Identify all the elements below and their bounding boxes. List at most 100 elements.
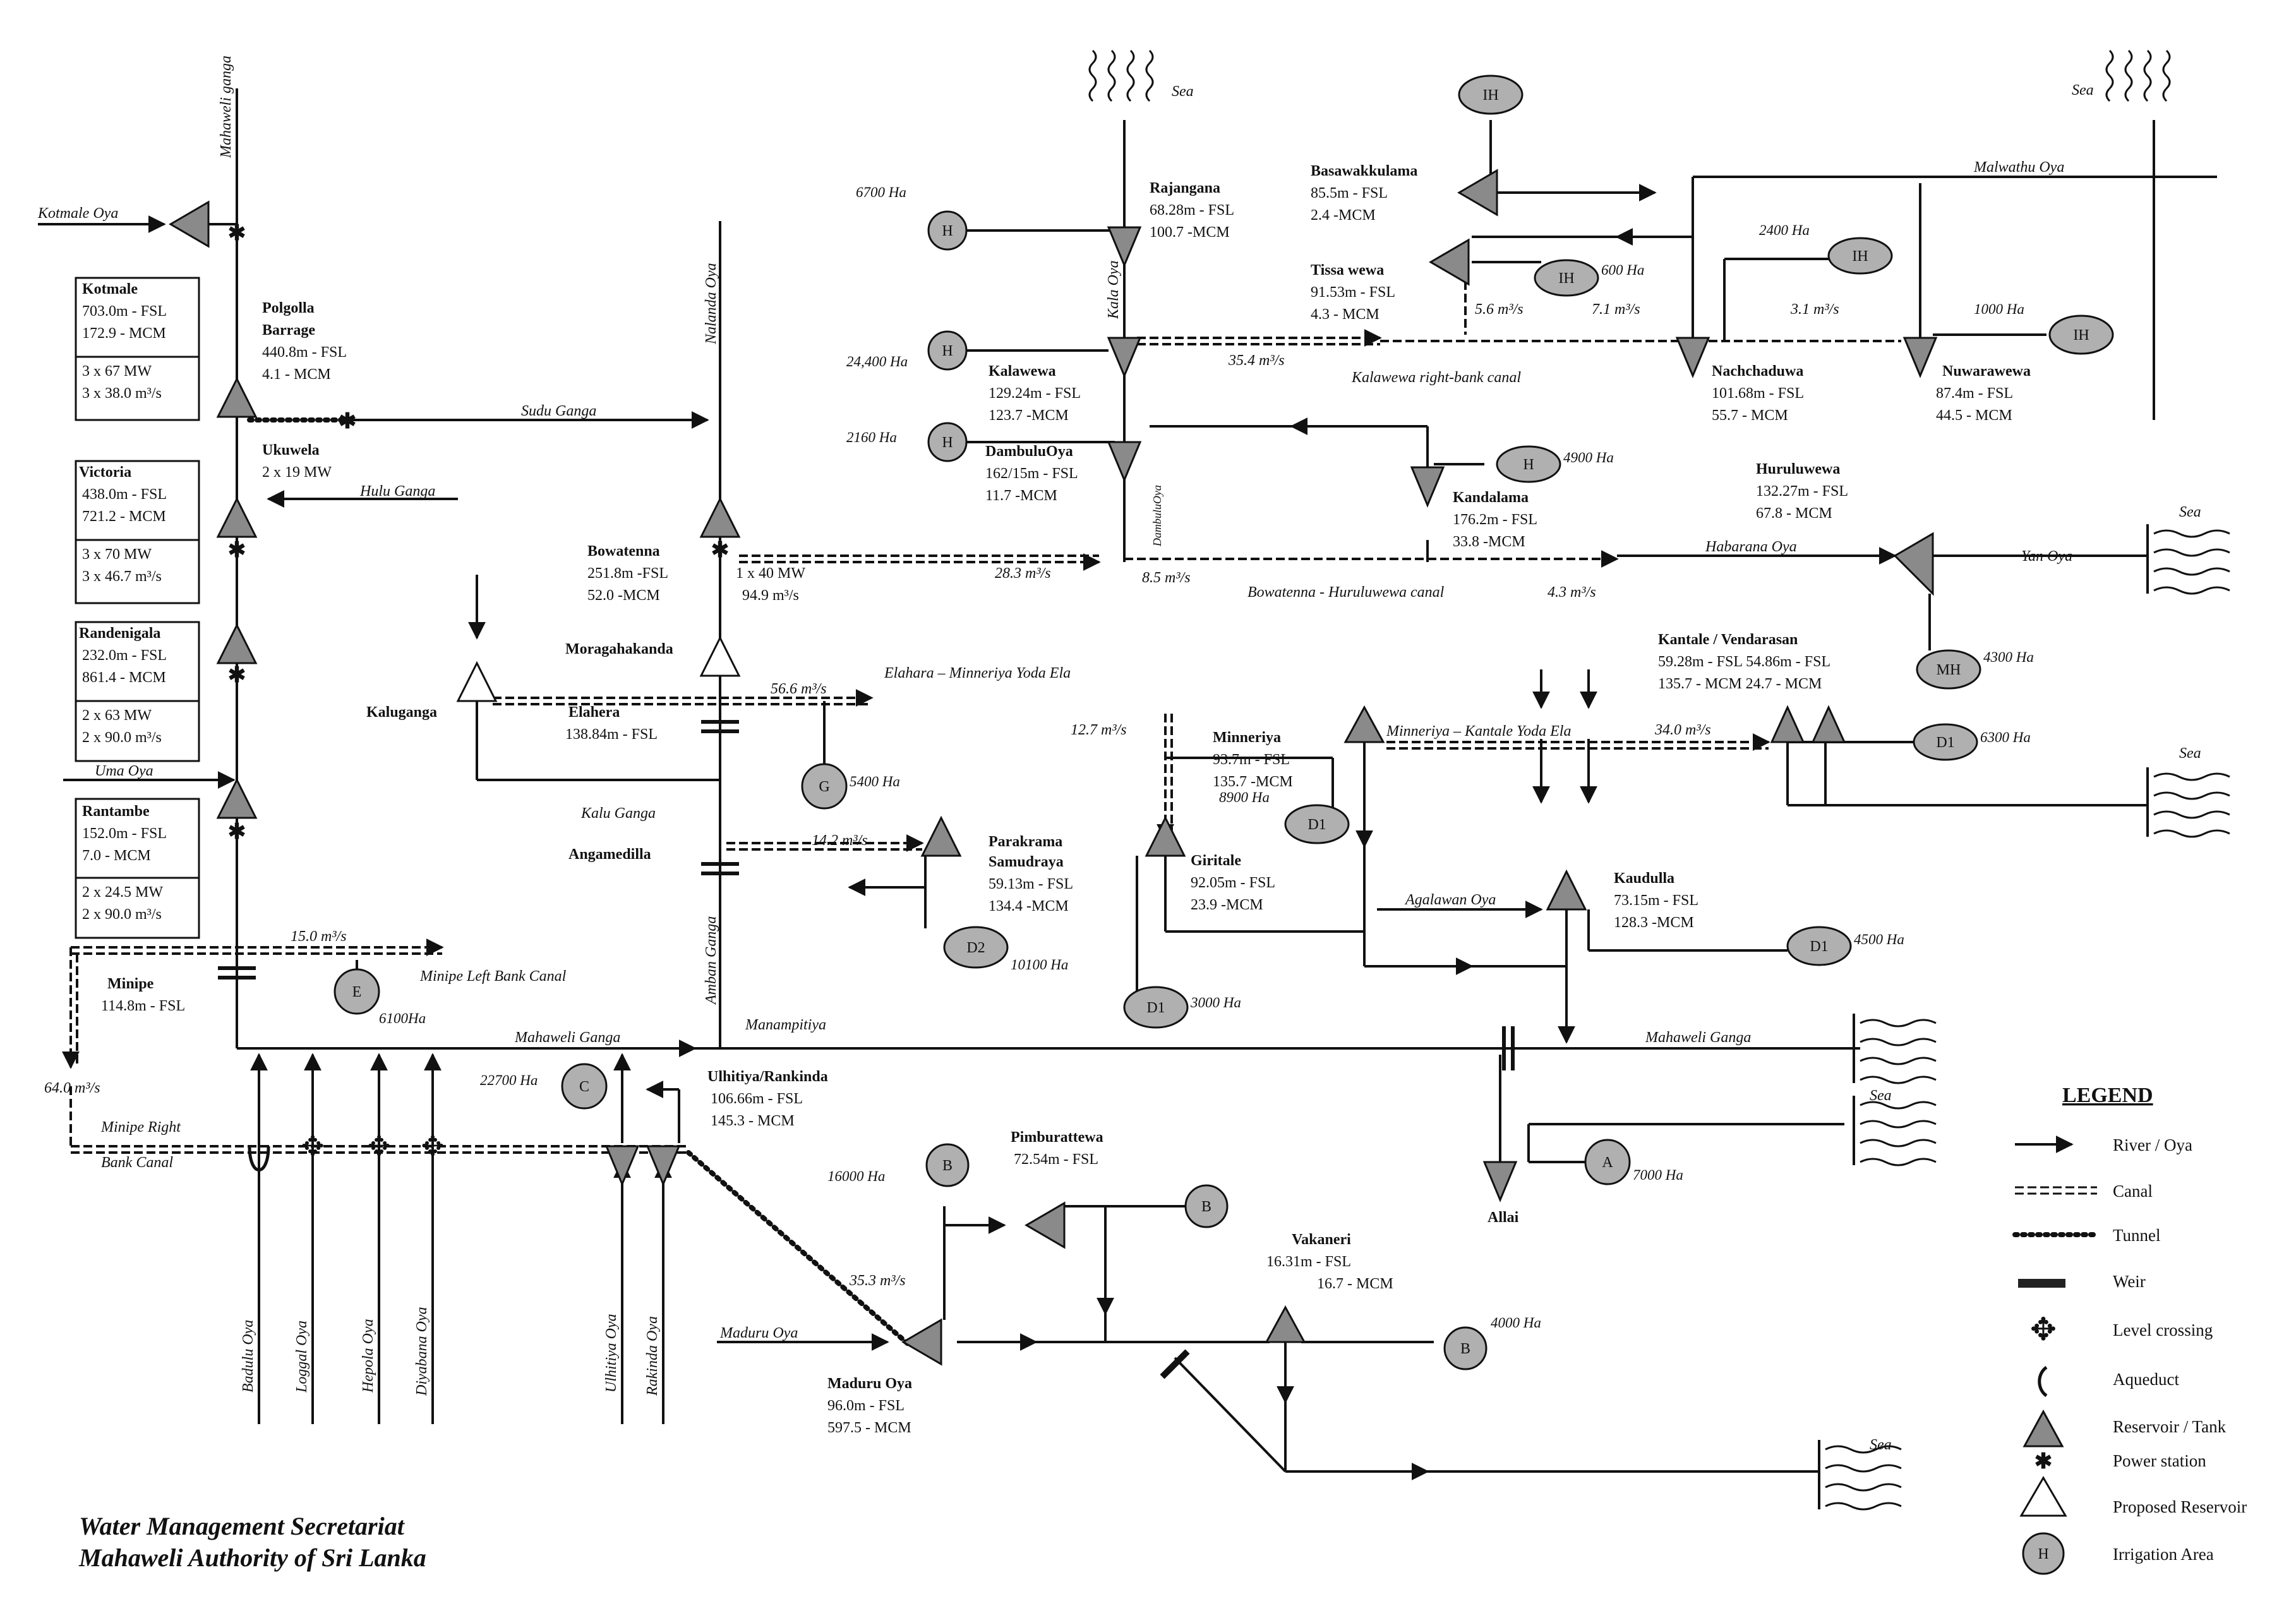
flow-28-3: 28.3 m³/s bbox=[995, 565, 1051, 582]
kaudulla-fsl: 73.15m - FSL bbox=[1614, 892, 1698, 909]
nachchaduwa-reservoir[interactable] bbox=[1675, 337, 1710, 378]
polgolla-mcm: 4.1 - MCM bbox=[262, 366, 331, 383]
rantambe-fsl: 152.0m - FSL bbox=[82, 825, 167, 842]
minneriya-reservoir[interactable] bbox=[1343, 705, 1385, 743]
randenigala-reservoir[interactable] bbox=[216, 623, 258, 664]
polgolla-reservoir[interactable] bbox=[216, 376, 258, 418]
kaluganga-proposed-reservoir[interactable] bbox=[456, 661, 498, 702]
kotmale-reservoir[interactable] bbox=[169, 200, 210, 248]
ia-area-c-22700: 22700 Ha bbox=[480, 1072, 538, 1088]
elahera-minneriya-canal-label: Elahara – Minneriya Yoda Ela bbox=[884, 665, 1071, 681]
minipe-lb-canal-label: Minipe Left Bank Canal bbox=[419, 968, 567, 985]
ia-e-6100[interactable] bbox=[334, 968, 380, 1015]
ia-d1-3000[interactable] bbox=[1123, 986, 1189, 1029]
ia-ih-600[interactable] bbox=[1534, 259, 1599, 297]
ia-b-16000[interactable] bbox=[925, 1143, 970, 1187]
allai-reservoir[interactable] bbox=[1482, 1161, 1518, 1202]
kotmale-fsl: 703.0m - FSL bbox=[82, 303, 167, 320]
huruluwewa-reservoir[interactable] bbox=[1893, 532, 1934, 596]
legend-tunnel-label: Tunnel bbox=[2113, 1226, 2161, 1245]
maduru-oya-reservoir[interactable] bbox=[901, 1318, 942, 1366]
ia-h-2160[interactable] bbox=[927, 422, 968, 462]
kantale-reservoir[interactable] bbox=[1770, 705, 1805, 743]
nuwarawewa-reservoir[interactable] bbox=[1902, 337, 1938, 378]
flow-56-6: 56.6 m³/s bbox=[771, 681, 827, 697]
parakrama-fsl: 59.13m - FSL bbox=[989, 876, 1073, 892]
uma-oya-label: Uma Oya bbox=[95, 763, 153, 779]
ia-code-d1-4500: D1 bbox=[1810, 938, 1828, 955]
rankinda-reservoir[interactable] bbox=[646, 1145, 681, 1187]
legend-aqueduct-symbol bbox=[2038, 1365, 2048, 1398]
kantale-name: Kantale / Vendarasan bbox=[1658, 632, 1798, 648]
sea-labels: Sea Sea Sea Sea Sea Sea bbox=[1172, 82, 2201, 1453]
vakaneri-reservoir[interactable] bbox=[1265, 1305, 1306, 1343]
badulu-aqueduct bbox=[248, 1146, 270, 1172]
ia-ih-1000[interactable] bbox=[2048, 315, 2114, 355]
ia-g-5400[interactable] bbox=[801, 763, 848, 810]
weir-marks bbox=[218, 720, 1515, 1379]
giritale-reservoir[interactable] bbox=[1145, 815, 1186, 857]
loggal-level-crossing: ✥ bbox=[301, 1131, 325, 1162]
diag-to-sea bbox=[1174, 1357, 1287, 1473]
ia-ih-top[interactable] bbox=[1458, 75, 1524, 115]
parakrama-reservoir[interactable] bbox=[920, 815, 962, 857]
pimburattewa-reservoir[interactable] bbox=[1025, 1201, 1066, 1249]
ia-area-a-7000: 7000 Ha bbox=[1633, 1167, 1683, 1183]
flow-labels: 35.4 m³/s 5.6 m³/s 7.1 m³/s 3.1 m³/s 28.… bbox=[44, 301, 1839, 1289]
ia-ih-2400[interactable] bbox=[1827, 237, 1893, 275]
station-box-text: Kotmale 703.0m - FSL 172.9 - MCM 3 x 67 … bbox=[79, 281, 167, 923]
kandalama-reservoir[interactable] bbox=[1410, 466, 1445, 508]
ia-h-4900[interactable] bbox=[1496, 445, 1561, 483]
kotmale-ps-box bbox=[75, 356, 200, 421]
ia-d1-4500[interactable] bbox=[1786, 926, 1852, 966]
dambuluoya-reservoir[interactable] bbox=[1107, 441, 1142, 482]
ia-area-d1-4500: 4500 Ha bbox=[1854, 932, 1904, 947]
ia-h-6700[interactable] bbox=[927, 210, 968, 251]
rajangana-fsl: 68.28m - FSL bbox=[1150, 202, 1234, 219]
bowatenna-ps-flow: 94.9 m³/s bbox=[742, 587, 799, 604]
manampitiya-weir-b bbox=[1511, 1026, 1515, 1070]
ia-d2-10100[interactable] bbox=[943, 926, 1009, 969]
bowatenna-ps-mw: 1 x 40 MW bbox=[736, 565, 805, 582]
ulhitiya-reservoir[interactable] bbox=[604, 1145, 640, 1187]
ia-code-ih-2400: IH bbox=[1852, 248, 1868, 265]
ia-d1-6300[interactable] bbox=[1913, 723, 1978, 761]
moragahakanda-proposed-reservoir[interactable] bbox=[699, 635, 741, 677]
kaudulla-reservoir[interactable] bbox=[1546, 869, 1587, 911]
vakaneri-fsl: 16.31m - FSL bbox=[1266, 1254, 1351, 1270]
bowatenna-reservoir[interactable] bbox=[699, 496, 741, 538]
ia-b-right[interactable] bbox=[1184, 1184, 1229, 1228]
ia-code-c-22700: C bbox=[579, 1079, 589, 1095]
ia-h-24400[interactable] bbox=[927, 330, 968, 371]
rantambe-reservoir[interactable] bbox=[216, 777, 258, 819]
sea-label-1: Sea bbox=[1172, 83, 1194, 100]
ia-code-b-4000: B bbox=[1460, 1341, 1470, 1357]
basawakkulama-reservoir[interactable] bbox=[1457, 169, 1498, 217]
tissa-fsl: 91.53m - FSL bbox=[1311, 284, 1395, 301]
ia-c-22700[interactable] bbox=[561, 1063, 608, 1110]
ia-mh-4300[interactable] bbox=[1916, 649, 1981, 690]
kalu-ganga-label: Kalu Ganga bbox=[580, 805, 656, 822]
ia-d1-8900[interactable] bbox=[1284, 804, 1350, 844]
ia-area-e-6100: 6100Ha bbox=[379, 1010, 426, 1026]
ia-code-b-right: B bbox=[1201, 1199, 1211, 1215]
canal-network bbox=[62, 281, 1901, 1154]
reservoir-symbols bbox=[169, 169, 1938, 1366]
kalawewa-reservoir[interactable] bbox=[1107, 337, 1142, 378]
rakinda-oya-label: Rakinda Oya bbox=[644, 1316, 661, 1396]
vendarasan-reservoir[interactable] bbox=[1811, 705, 1846, 743]
victoria-reservoir[interactable] bbox=[216, 496, 258, 538]
tissa-wewa-reservoir[interactable] bbox=[1429, 238, 1470, 286]
ia-area-b-16000: 16000 Ha bbox=[827, 1168, 885, 1184]
sea-1 bbox=[1088, 49, 1154, 102]
ia-code-ih-top: IH bbox=[1482, 87, 1498, 104]
victoria-fsl: 438.0m - FSL bbox=[82, 486, 167, 503]
agalawan-oya-label: Agalawan Oya bbox=[1404, 892, 1496, 908]
ia-a-7000[interactable] bbox=[1584, 1139, 1631, 1185]
maduru-oya-name: Maduru Oya bbox=[827, 1375, 912, 1392]
kaudulla-name: Kaudulla bbox=[1614, 870, 1674, 887]
elahera-name: Elahera bbox=[568, 704, 620, 721]
angamedilla-name: Angamedilla bbox=[568, 846, 651, 863]
ia-b-4000[interactable] bbox=[1443, 1326, 1488, 1370]
rajangana-reservoir[interactable] bbox=[1107, 226, 1142, 268]
